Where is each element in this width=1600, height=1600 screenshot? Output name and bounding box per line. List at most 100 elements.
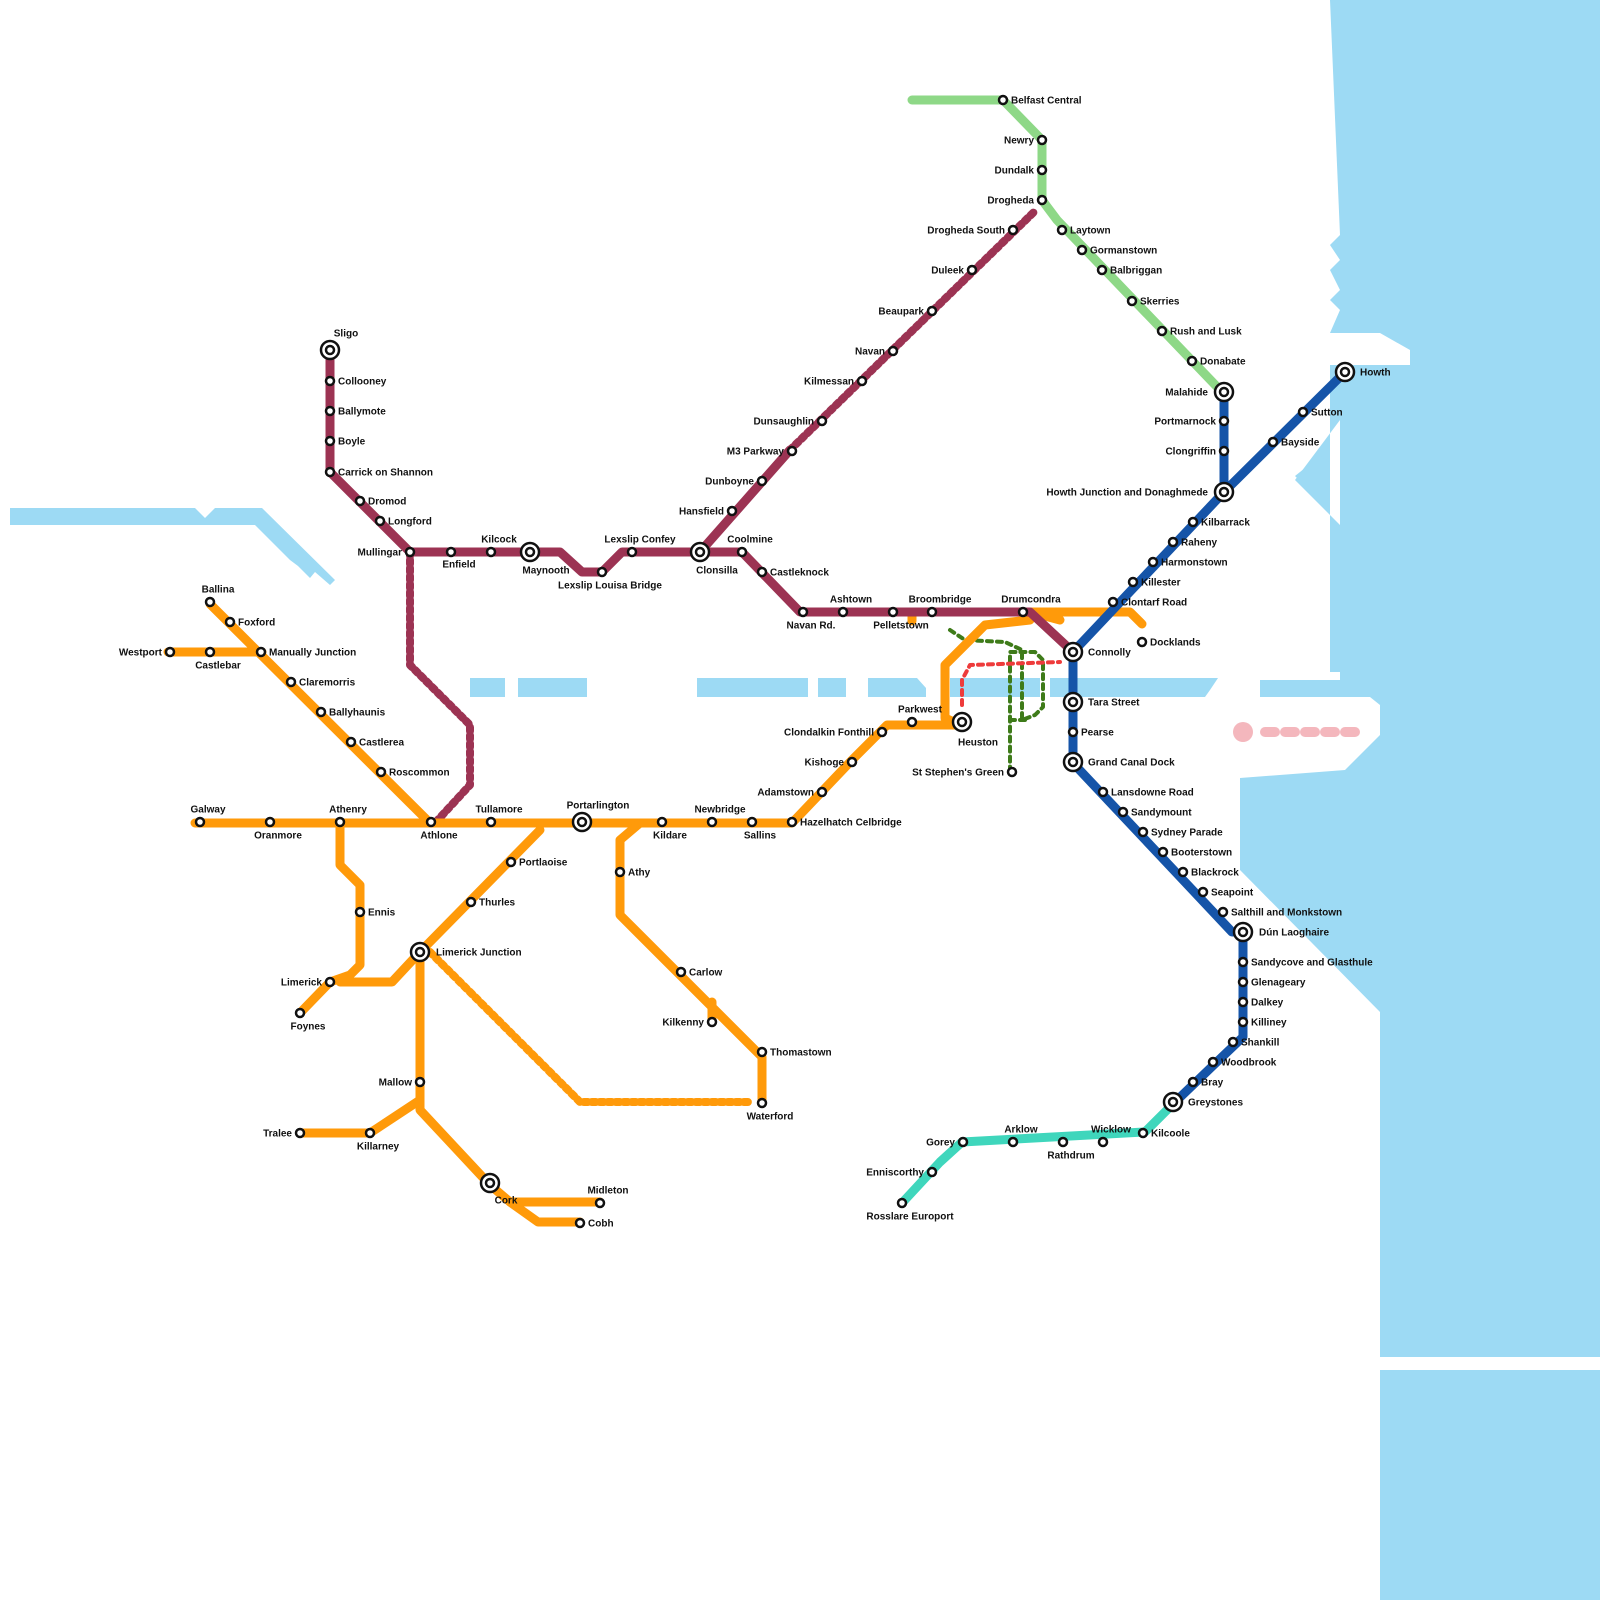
station-belfast[interactable]: Belfast Central: [997, 94, 1082, 107]
station-midleton[interactable]: Midleton: [587, 1186, 629, 1209]
station-killiney[interactable]: Killiney: [1237, 1016, 1287, 1029]
station-dromod[interactable]: Dromod: [354, 495, 406, 508]
station-booterstown[interactable]: Booterstown: [1157, 846, 1232, 859]
station-portmarnock[interactable]: Portmarnock: [1154, 415, 1230, 428]
station-carlow[interactable]: Carlow: [675, 966, 723, 979]
station-kilkenny[interactable]: Kilkenny: [662, 1016, 718, 1029]
station-adamstown[interactable]: Adamstown: [757, 786, 828, 799]
station-castlebar[interactable]: Castlebar: [195, 646, 241, 672]
station-laytown[interactable]: Laytown: [1056, 224, 1111, 237]
station-thurles[interactable]: Thurles: [465, 896, 516, 909]
station-howth[interactable]: Howth: [1334, 361, 1391, 383]
station-castlerea[interactable]: Castlerea: [345, 736, 404, 749]
station-thomastown[interactable]: Thomastown: [756, 1046, 832, 1059]
station-enfield[interactable]: Enfield: [442, 546, 476, 571]
station-bayside[interactable]: Bayside: [1267, 436, 1320, 449]
station-rush[interactable]: Rush and Lusk: [1156, 325, 1242, 338]
station-ennis[interactable]: Ennis: [354, 906, 396, 919]
station-limjn[interactable]: Limerick Junction: [409, 941, 522, 963]
station-woodbrook[interactable]: Woodbrook: [1207, 1056, 1277, 1069]
station-foynes[interactable]: Foynes: [290, 1007, 326, 1033]
station-hazelhatch[interactable]: Hazelhatch Celbridge: [786, 816, 902, 829]
station-salthill[interactable]: Salthill and Monkstown: [1217, 906, 1342, 919]
station-carrick[interactable]: Carrick on Shannon: [324, 466, 433, 479]
station-enniscorthy[interactable]: Enniscorthy: [866, 1166, 938, 1179]
station-athlone[interactable]: Athlone: [420, 816, 458, 842]
station-dunl[interactable]: Dún Laoghaire: [1232, 921, 1329, 943]
station-kildare[interactable]: Kildare: [653, 816, 687, 842]
station-rosslare[interactable]: Rosslare Europort: [866, 1197, 954, 1223]
station-docklands[interactable]: Docklands: [1136, 636, 1201, 649]
station-arklow[interactable]: Arklow: [1004, 1125, 1038, 1148]
station-galway[interactable]: Galway: [190, 805, 226, 828]
station-harmonstown[interactable]: Harmonstown: [1147, 556, 1228, 569]
station-ballina[interactable]: Ballina: [202, 585, 235, 608]
station-stephens[interactable]: St Stephen's Green: [912, 766, 1018, 779]
station-boyle[interactable]: Boyle: [324, 435, 366, 448]
station-parkwest[interactable]: Parkwest: [898, 705, 943, 728]
station-gcd[interactable]: Grand Canal Dock: [1062, 751, 1175, 773]
station-kilcoole[interactable]: Kilcoole: [1137, 1127, 1190, 1140]
station-hansfield[interactable]: Hansfield: [679, 505, 738, 518]
station-athy[interactable]: Athy: [614, 866, 651, 879]
station-kishoge[interactable]: Kishoge: [805, 756, 858, 769]
station-clontarf[interactable]: Clontarf Road: [1107, 596, 1187, 609]
station-newry[interactable]: Newry: [1004, 134, 1048, 147]
station-gormanstown[interactable]: Gormanstown: [1076, 244, 1157, 257]
station-blackrock[interactable]: Blackrock: [1177, 866, 1239, 879]
station-ballyhaunis[interactable]: Ballyhaunis: [315, 706, 386, 719]
station-broombridge[interactable]: Broombridge: [909, 595, 972, 618]
station-dundalk[interactable]: Dundalk: [995, 164, 1048, 177]
station-pelletstown[interactable]: Pelletstown: [873, 606, 929, 632]
station-kilbarrack[interactable]: Kilbarrack: [1187, 516, 1250, 529]
station-drumcondra[interactable]: Drumcondra: [1001, 595, 1061, 618]
station-raheny[interactable]: Raheny: [1167, 536, 1218, 549]
station-navanrd[interactable]: Navan Rd.: [787, 606, 836, 632]
station-howthjn[interactable]: Howth Junction and Donaghmede: [1046, 481, 1235, 503]
station-ballymote[interactable]: Ballymote: [324, 405, 386, 418]
station-manulla[interactable]: Manually Junction: [255, 646, 356, 659]
station-limerick[interactable]: Limerick: [281, 976, 336, 989]
station-lansdowne[interactable]: Lansdowne Road: [1097, 786, 1194, 799]
station-glenageary[interactable]: Glenageary: [1237, 976, 1306, 989]
station-pearse[interactable]: Pearse: [1067, 726, 1114, 739]
station-longford[interactable]: Longford: [374, 515, 432, 528]
station-navan[interactable]: Navan: [855, 345, 899, 358]
station-louisa[interactable]: Lexslip Louisa Bridge: [558, 566, 662, 592]
station-castleknock[interactable]: Castleknock: [756, 566, 829, 579]
station-dunsaughlin[interactable]: Dunsaughlin: [753, 415, 828, 428]
station-claremorris[interactable]: Claremorris: [285, 676, 356, 689]
station-tralee[interactable]: Tralee: [263, 1127, 306, 1140]
station-clonsilla[interactable]: Clonsilla: [689, 541, 738, 577]
station-waterford[interactable]: Waterford: [747, 1097, 794, 1123]
station-mullingar[interactable]: Mullingar: [358, 546, 416, 559]
station-dalkey[interactable]: Dalkey: [1237, 996, 1284, 1009]
station-coolmine[interactable]: Coolmine: [727, 535, 773, 558]
station-westport[interactable]: Westport: [119, 646, 176, 659]
station-sandymount[interactable]: Sandymount: [1117, 806, 1192, 819]
station-tullamore[interactable]: Tullamore: [475, 805, 523, 828]
station-rathdrum[interactable]: Rathdrum: [1047, 1136, 1095, 1162]
station-duleek[interactable]: Duleek: [931, 264, 978, 277]
station-portlaoise[interactable]: Portlaoise: [505, 856, 568, 869]
station-collooney[interactable]: Collooney: [324, 375, 387, 388]
station-droghedas[interactable]: Drogheda South: [927, 224, 1019, 237]
station-clondalkin[interactable]: Clondalkin Fonthill: [784, 726, 888, 739]
station-confey[interactable]: Lexslip Confey: [604, 535, 676, 558]
station-clongriffin[interactable]: Clongriffin: [1165, 445, 1230, 458]
station-m3[interactable]: M3 Parkway: [727, 445, 798, 458]
station-tara[interactable]: Tara Street: [1062, 691, 1140, 713]
station-balbriggan[interactable]: Balbriggan: [1096, 264, 1162, 277]
station-mallow[interactable]: Mallow: [379, 1076, 426, 1089]
station-dunboyne[interactable]: Dunboyne: [705, 475, 768, 488]
station-greystones[interactable]: Greystones: [1162, 1091, 1243, 1113]
station-roscommon[interactable]: Roscommon: [375, 766, 450, 779]
station-ashtown[interactable]: Ashtown: [830, 595, 872, 618]
station-kilmessan[interactable]: Kilmessan: [804, 375, 868, 388]
station-malahide[interactable]: Malahide: [1165, 381, 1235, 403]
station-oranmore[interactable]: Oranmore: [254, 816, 302, 842]
station-sligo[interactable]: Sligo: [319, 329, 358, 361]
station-shankill[interactable]: Shankill: [1227, 1036, 1280, 1049]
station-sandycove[interactable]: Sandycove and Glasthule: [1237, 956, 1373, 969]
station-kilcock[interactable]: Kilcock: [481, 535, 517, 558]
